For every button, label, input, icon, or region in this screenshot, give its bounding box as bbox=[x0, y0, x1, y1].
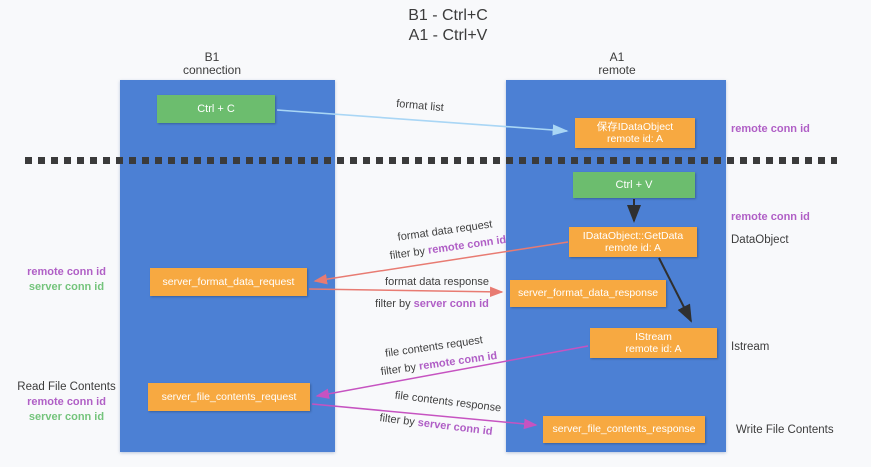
format-data-response-label: format data response bbox=[385, 276, 489, 288]
annotation-write-file-contents: Write File Contents bbox=[736, 424, 834, 436]
title-line-1: B1 - Ctrl+C bbox=[408, 7, 488, 24]
format-list-label: format list bbox=[395, 97, 445, 115]
file-contents-response-label: file contents response bbox=[394, 389, 502, 415]
annotation-read-file-block: Read File Contents remote conn id server… bbox=[14, 380, 119, 425]
copy-paste-divider-dashed-line bbox=[25, 157, 837, 164]
annotation-remote-conn-id-left-fmt: remote conn id bbox=[27, 266, 106, 278]
node-save-idataobject: 保存IDataObject remote id: A bbox=[575, 118, 695, 148]
title-line-2: A1 - Ctrl+V bbox=[408, 27, 488, 44]
annotation-remote-conn-id-mid: remote conn id bbox=[731, 211, 810, 223]
annotation-format-conn-ids: remote conn id server conn id bbox=[14, 265, 119, 295]
annotation-server-conn-id-left-file: server conn id bbox=[28, 411, 105, 423]
getdata-line1: IDataObject::GetData bbox=[582, 229, 684, 242]
filter-by-text: filter by bbox=[375, 298, 414, 310]
lane-header-a1: A1 remote bbox=[537, 51, 697, 77]
server-conn-id-highlight: server conn id bbox=[413, 298, 489, 310]
filter-by-text: filter by bbox=[389, 244, 429, 263]
file-contents-response-filter-label: filter by server conn id bbox=[379, 412, 493, 438]
format-data-response-arrow bbox=[308, 286, 504, 298]
annotation-dataobject: DataObject bbox=[731, 234, 789, 246]
filter-by-text: filter by bbox=[380, 360, 420, 379]
server-file-contents-response-label: server_file_contents_response bbox=[552, 423, 696, 436]
filter-by-text: filter by bbox=[378, 412, 419, 429]
server-conn-id-highlight: server conn id bbox=[417, 416, 494, 438]
node-server-file-contents-request: server_file_contents_request bbox=[148, 383, 310, 411]
istream-line2: remote id: A bbox=[625, 343, 682, 355]
node-server-format-data-request: server_format_data_request bbox=[150, 268, 307, 296]
istream-line1: IStream bbox=[635, 330, 672, 343]
node-ctrl-v: Ctrl + V bbox=[573, 172, 695, 198]
annotation-read-file-contents: Read File Contents bbox=[17, 381, 116, 393]
node-idataobject-getdata: IDataObject::GetData remote id: A bbox=[569, 227, 697, 257]
node-server-format-data-response: server_format_data_response bbox=[510, 280, 666, 307]
lane-a1-name: A1 bbox=[609, 50, 625, 64]
node-server-file-contents-response: server_file_contents_response bbox=[543, 416, 705, 443]
lane-a1-role: remote bbox=[598, 63, 636, 77]
save-idataobject-line1: 保存IDataObject bbox=[596, 120, 674, 133]
node-ctrl-c: Ctrl + C bbox=[157, 95, 275, 123]
ctrl-v-label: Ctrl + V bbox=[615, 179, 653, 191]
annotation-remote-conn-id-top: remote conn id bbox=[731, 123, 810, 135]
format-data-response-filter-label: filter by server conn id bbox=[375, 298, 489, 310]
getdata-line2: remote id: A bbox=[604, 242, 662, 254]
lane-header-b1: B1 connection bbox=[132, 51, 292, 77]
node-istream: IStream remote id: A bbox=[590, 328, 717, 358]
annotation-remote-conn-id-left-file: remote conn id bbox=[27, 396, 106, 408]
ctrl-c-label: Ctrl + C bbox=[197, 103, 235, 115]
server-file-contents-request-label: server_file_contents_request bbox=[161, 390, 297, 403]
lane-b1-role: connection bbox=[182, 63, 242, 77]
lane-b1-name: B1 bbox=[204, 50, 220, 64]
server-format-data-request-label: server_format_data_request bbox=[162, 275, 295, 288]
annotation-server-conn-id-left-fmt: server conn id bbox=[28, 281, 105, 293]
save-idataobject-line2: remote id: A bbox=[606, 133, 664, 145]
annotation-istream: Istream bbox=[731, 341, 770, 353]
diagram-title: B1 - Ctrl+C A1 - Ctrl+V bbox=[408, 6, 488, 46]
server-format-data-response-label: server_format_data_response bbox=[517, 287, 659, 300]
